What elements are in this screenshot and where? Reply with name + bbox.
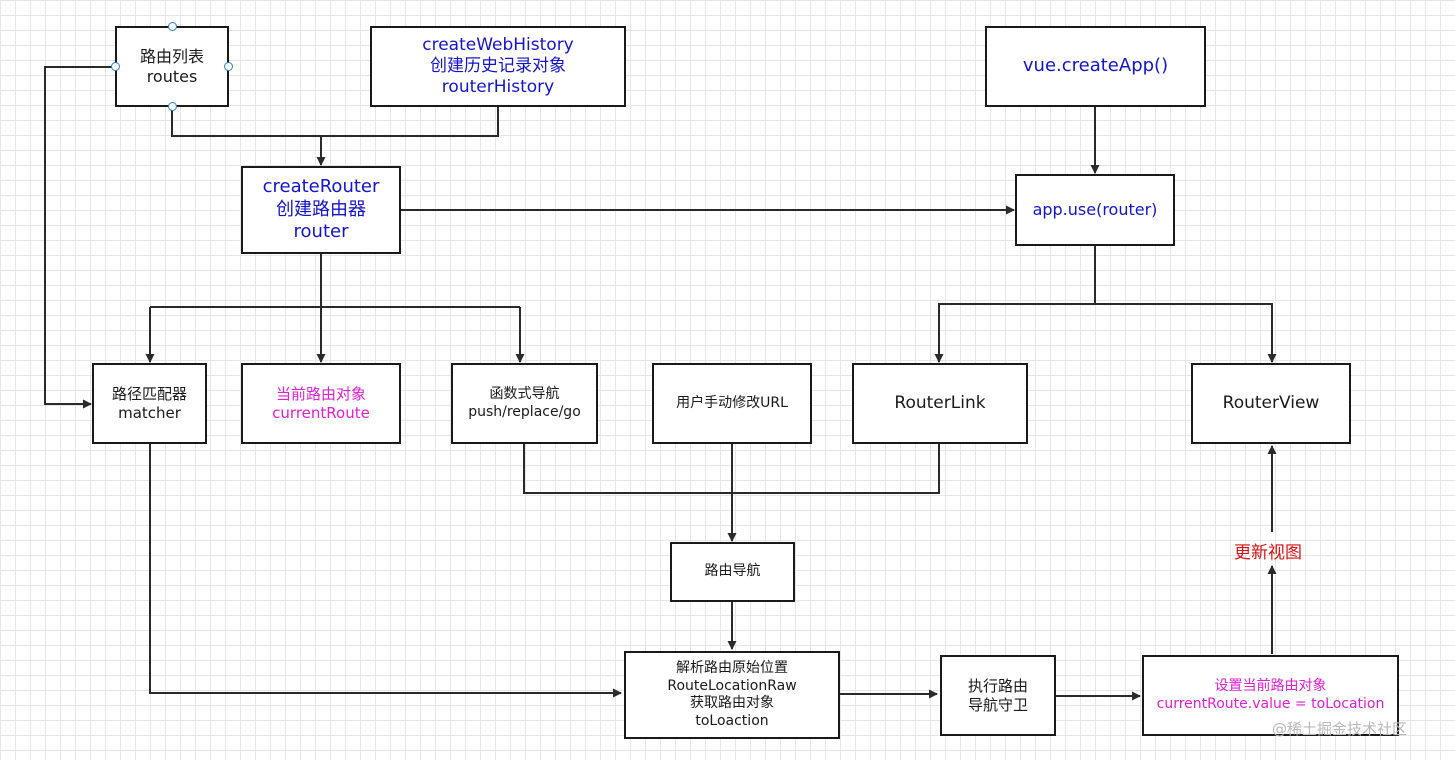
- current-route-node[interactable]: 当前路由对象 currentRoute: [241, 363, 401, 444]
- functional-nav-label-1: 函数式导航: [489, 386, 560, 402]
- functional-nav-label-2: push/replace/go: [468, 403, 581, 420]
- set-current-route-label-1: 设置当前路由对象: [1214, 678, 1327, 694]
- current-route-label-1: 当前路由对象: [275, 384, 366, 403]
- selection-handle-bottom[interactable]: [168, 102, 177, 111]
- resolve-location-label-1: 解析路由原始位置: [676, 660, 788, 676]
- set-current-route-label-2: currentRoute.value = toLocation: [1156, 695, 1385, 712]
- resolve-location-label-4: toLoaction: [695, 712, 769, 729]
- edge-web-history-join: [321, 106, 499, 137]
- routes-node-label-2: routes: [146, 66, 198, 86]
- set-current-route-node[interactable]: 设置当前路由对象 currentRoute.value = toLocation: [1142, 655, 1399, 736]
- router-view-node[interactable]: RouterView: [1191, 363, 1351, 444]
- update-view-label: 更新视图: [1234, 543, 1302, 563]
- navigation-guards-label-2: 导航守卫: [967, 695, 1028, 714]
- vue-create-app-node[interactable]: vue.createApp(): [985, 26, 1206, 107]
- app-use-router-label: app.use(router): [1032, 200, 1158, 219]
- create-web-history-label-1: createWebHistory: [422, 34, 574, 55]
- edge-app-use-to-router-link: [934, 303, 1095, 363]
- manual-url-node[interactable]: 用户手动修改URL: [652, 363, 812, 444]
- resolve-location-node[interactable]: 解析路由原始位置 RouteLocationRaw 获取路由对象 toLoact…: [624, 651, 840, 739]
- selection-handle-left[interactable]: [111, 62, 120, 71]
- create-router-label-2: 创建路由器: [276, 198, 366, 220]
- navigation-guards-node[interactable]: 执行路由 导航守卫: [940, 655, 1056, 736]
- route-navigation-label: 路由导航: [704, 563, 761, 580]
- create-web-history-label-3: routerHistory: [441, 77, 555, 98]
- edge-routes-to-matcher: [44, 66, 116, 409]
- router-link-label: RouterLink: [894, 392, 986, 413]
- current-route-label-2: currentRoute: [272, 403, 370, 422]
- create-web-history-node[interactable]: createWebHistory 创建历史记录对象 routerHistory: [370, 26, 626, 107]
- edge-routes-to-create-router: [171, 106, 326, 166]
- router-view-label: RouterView: [1222, 392, 1320, 413]
- watermark: @稀土掘金技术社区: [1272, 720, 1408, 738]
- create-router-node[interactable]: createRouter 创建路由器 router: [241, 166, 401, 254]
- create-router-label-1: createRouter: [262, 176, 380, 198]
- matcher-node[interactable]: 路径匹配器 matcher: [92, 363, 207, 444]
- resolve-location-label-3: 获取路由对象: [690, 695, 774, 711]
- manual-url-label: 用户手动修改URL: [676, 394, 788, 411]
- create-web-history-label-2: 创建历史记录对象: [430, 55, 566, 76]
- matcher-label-2: matcher: [118, 403, 181, 422]
- app-use-router-node[interactable]: app.use(router): [1015, 174, 1175, 246]
- navigation-guards-label-1: 执行路由: [967, 676, 1028, 695]
- edge-app-use-to-router-view: [1095, 303, 1277, 363]
- selection-handle-top[interactable]: [168, 22, 177, 31]
- resolve-location-label-2: RouteLocationRaw: [667, 677, 797, 694]
- router-link-node[interactable]: RouterLink: [852, 363, 1028, 444]
- routes-node[interactable]: 路由列表 routes: [115, 26, 229, 107]
- create-router-label-3: router: [293, 221, 349, 243]
- functional-nav-node[interactable]: 函数式导航 push/replace/go: [451, 363, 598, 444]
- routes-node-label-1: 路由列表: [139, 46, 204, 66]
- vue-create-app-label: vue.createApp(): [1022, 55, 1169, 77]
- route-navigation-node[interactable]: 路由导航: [670, 542, 795, 602]
- matcher-label-1: 路径匹配器: [111, 384, 187, 403]
- selection-handle-right[interactable]: [224, 62, 233, 71]
- edge-matcher-to-resolve: [149, 444, 622, 698]
